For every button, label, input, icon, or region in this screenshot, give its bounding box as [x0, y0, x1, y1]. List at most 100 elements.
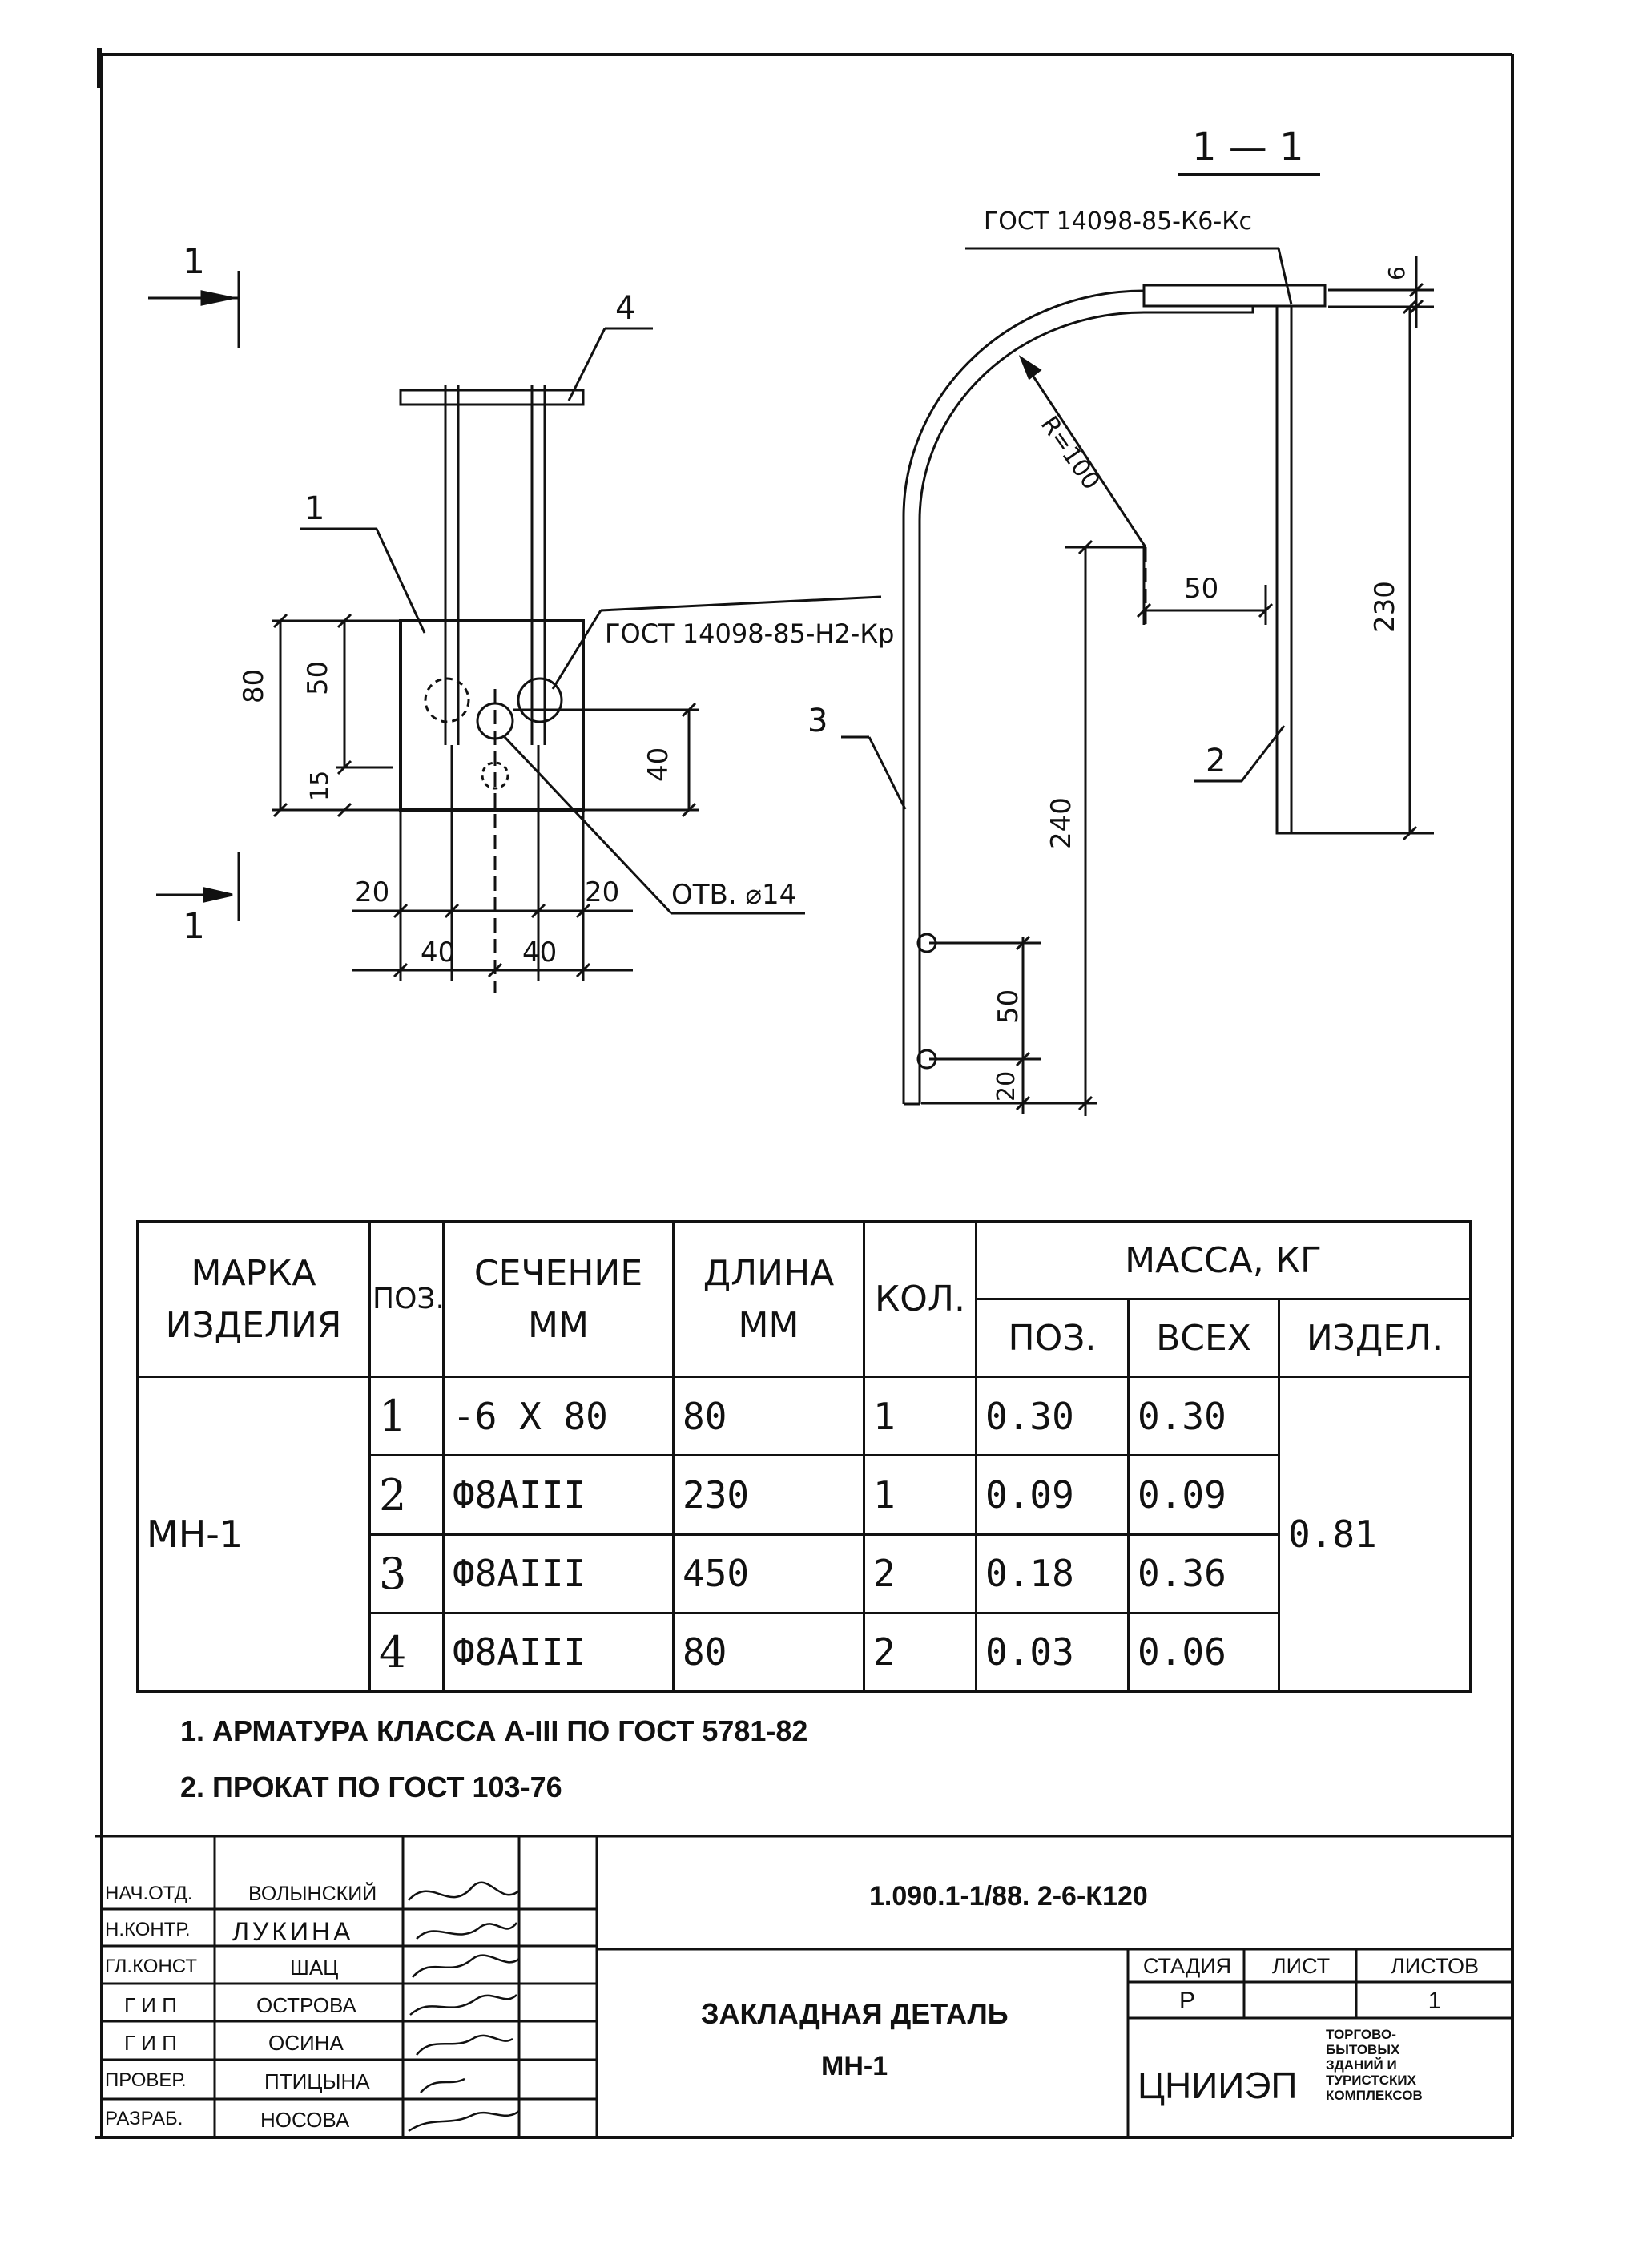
row-section: Ф8АIII: [442, 1454, 675, 1536]
header-length: ДЛИНА ММ: [672, 1219, 865, 1379]
staff-role: РАЗРАБ.: [105, 2108, 183, 2129]
table-row: МН-1 1 -6 X 80 80 1 0.30 0.30 0.81: [136, 1376, 1472, 1693]
staff-name: НОСОВА: [260, 2108, 350, 2132]
dim-6-label: 6: [1383, 266, 1410, 280]
row-section: -6 X 80: [442, 1376, 675, 1457]
stage-header: СТАДИЯ: [1142, 1954, 1232, 1978]
stage-value: Р: [1178, 1988, 1195, 2014]
dim-80-label: 80: [238, 668, 270, 703]
row-mass-all: 0.06: [1127, 1611, 1280, 1694]
gost-top-label: ГОСТ 14098-85-К6-Кс: [984, 207, 1252, 236]
document-code: 1.090.1-1/88. 2-6-К120: [869, 1881, 1148, 1911]
position-1-label: 1: [304, 490, 325, 527]
dim-40-left-label: 40: [421, 937, 456, 969]
row-pos: 2: [368, 1454, 445, 1536]
row-length: 230: [672, 1454, 865, 1536]
dim-40-vertical-label: 40: [642, 747, 675, 782]
table-row: 4 Ф8АIII 80 2 0.03 0.06: [138, 1611, 1471, 1694]
row-qty: 1: [863, 1376, 977, 1457]
gost-mid-label: ГОСТ 14098-85-Н2-Кр: [605, 618, 895, 649]
table-row: 3 Ф8АIII 450 2 0.18 0.36: [138, 1533, 1471, 1614]
row-mass-pos: 0.30: [975, 1376, 1130, 1457]
dim-40-right-label: 40: [522, 937, 558, 969]
header-section-line2: ММ: [528, 1304, 589, 1346]
organization-name: ЦНИИЭП: [1138, 2065, 1298, 2106]
row-qty: 2: [863, 1533, 977, 1614]
row-mass-all: 0.09: [1127, 1454, 1280, 1536]
dim-50-lower-label: 50: [993, 989, 1025, 1024]
staff-name: ОСТРОВА: [256, 1993, 356, 2017]
row-length: 80: [672, 1376, 865, 1457]
row-qty: 2: [863, 1611, 977, 1694]
header-qty: КОЛ.: [863, 1219, 977, 1379]
table-subheader-row: ПОЗ. ВСЕХ ИЗДЕЛ.: [138, 1298, 1472, 1379]
row-pos: 4: [368, 1611, 445, 1694]
row-mass-pos: 0.18: [975, 1533, 1130, 1614]
position-2-label: 2: [1206, 743, 1226, 779]
signatures: [408, 1881, 520, 2133]
row-pos: 3: [368, 1533, 445, 1614]
org-desc-line: БЫТОВЫХ: [1326, 2042, 1400, 2058]
header-length-line1: ДЛИНА: [703, 1252, 835, 1294]
org-desc-line: ТУРИСТСКИХ: [1326, 2073, 1416, 2089]
row-mass-all: 0.36: [1127, 1533, 1280, 1614]
dim-50-label: 50: [302, 660, 334, 695]
item-total-mass: 0.81: [1277, 1376, 1472, 1693]
header-mass-pos: ПОЗ.: [975, 1298, 1130, 1379]
dim-230-label: 230: [1369, 581, 1401, 633]
staff-name: ШАЦ: [290, 1956, 339, 1980]
header-mark-line1: МАРКА: [191, 1252, 316, 1294]
staff-role: НАЧ.ОТД.: [105, 1883, 193, 1904]
section-title: 1 — 1: [1192, 125, 1304, 170]
position-3-label: 3: [807, 703, 828, 739]
dim-20-lower-label: 20: [993, 1070, 1021, 1102]
row-qty: 1: [863, 1454, 977, 1536]
dim-240-label: 240: [1045, 797, 1077, 849]
header-mass-item: ИЗДЕЛ.: [1277, 1298, 1472, 1379]
header-mark: МАРКА ИЗДЕЛИЯ: [136, 1219, 371, 1379]
document-title-line2: МН-1: [821, 2051, 888, 2081]
dim-20-right-label: 20: [585, 876, 620, 908]
org-desc-line: ЗДАНИЙ И: [1326, 2057, 1397, 2073]
row-length: 80: [672, 1611, 865, 1694]
header-mass-all: ВСЕХ: [1127, 1298, 1280, 1379]
row-mass-all: 0.30: [1127, 1376, 1280, 1457]
row-mass-pos: 0.09: [975, 1454, 1130, 1536]
section-view: [841, 173, 1434, 1116]
staff-role: ГЛ.КОНСТ: [105, 1956, 197, 1977]
staff-name: ПТИЦЫНА: [264, 2069, 370, 2093]
staff-name: ВОЛЫНСКИЙ: [248, 1883, 377, 1905]
header-section-line1: СЕЧЕНИЕ: [473, 1252, 643, 1294]
dim-50-horizontal-label: 50: [1184, 573, 1219, 605]
position-4-label: 4: [615, 290, 636, 327]
title-block-grid: [95, 1835, 1512, 2137]
specification-table: МАРКА ИЗДЕЛИЯ ПОЗ. СЕЧЕНИЕ ММ ДЛИНА ММ К…: [136, 1219, 1472, 1694]
staff-name: ОСИНА: [268, 2031, 344, 2055]
dim-20-left-label: 20: [355, 876, 390, 908]
note-2: 2. ПРОКАТ ПО ГОСТ 103-76: [180, 1770, 562, 1803]
row-length: 450: [672, 1533, 865, 1614]
row-section: Ф8АIII: [442, 1533, 675, 1614]
section-mark-top: 1: [183, 241, 205, 282]
org-desc-line: ТОРГОВО-: [1326, 2027, 1396, 2042]
staff-role: Н.КОНТР.: [105, 1919, 191, 1940]
dim-15-label: 15: [306, 770, 334, 801]
note-1: 1. АРМАТУРА КЛАССА А-III ПО ГОСТ 5781-82: [180, 1714, 808, 1747]
header-mark-line2: ИЗДЕЛИЯ: [165, 1304, 342, 1346]
section-mark-bottom: 1: [183, 906, 205, 947]
item-mark: МН-1: [136, 1376, 371, 1693]
organization-description: ТОРГОВО- БЫТОВЫХ ЗДАНИЙ И ТУРИСТСКИХ КОМ…: [1326, 2027, 1423, 2103]
header-pos: ПОЗ.: [368, 1219, 445, 1379]
row-mass-pos: 0.03: [975, 1611, 1130, 1694]
header-section: СЕЧЕНИЕ ММ: [442, 1219, 675, 1379]
table-header-row: МАРКА ИЗДЕЛИЯ ПОЗ. СЕЧЕНИЕ ММ ДЛИНА ММ К…: [136, 1219, 1472, 1379]
plan-view: [148, 271, 882, 993]
header-mass: МАССА, КГ: [974, 1219, 1472, 1301]
sheets-value: 1: [1428, 1988, 1442, 2014]
row-section: Ф8АIII: [442, 1611, 675, 1694]
staff-role: ПРОВЕР.: [105, 2069, 187, 2091]
staff-name: ЛУКИНА: [232, 1917, 354, 1946]
staff-role: Г И П: [124, 1993, 177, 2017]
hole-label: ОТВ. ⌀14: [671, 879, 797, 911]
